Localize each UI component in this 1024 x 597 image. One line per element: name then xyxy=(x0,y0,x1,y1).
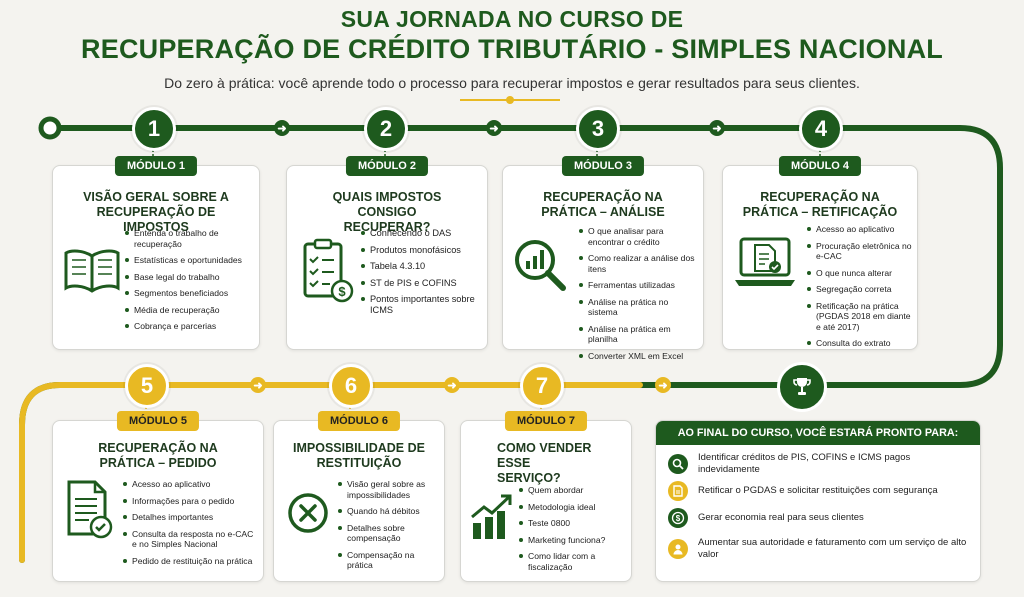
module-3-card: MÓDULO 3 RECUPERAÇÃO NA PRÁTICA – ANÁLIS… xyxy=(502,156,704,361)
arrow-right-icon: ➜ xyxy=(444,377,460,393)
module-item: Ferramentas utilizadas xyxy=(579,280,699,291)
subtitle: Do zero à prática: você aprende todo o p… xyxy=(164,75,860,91)
module-2-card: MÓDULO 2 QUAIS IMPOSTOS CONSIGO RECUPERA… xyxy=(286,156,488,350)
module-title: QUAIS IMPOSTOS CONSIGO RECUPERAR? xyxy=(332,190,442,234)
module-6-card: MÓDULO 6 IMPOSSIBILIDADE DE RESTITUIÇÃO … xyxy=(273,411,445,582)
module-item: Segregação correta xyxy=(807,284,915,295)
final-item: $ Gerar economia real para seus clientes xyxy=(668,505,970,531)
search-icon xyxy=(668,454,688,474)
module-item: Compensação na prática xyxy=(338,550,442,571)
module-badge: MÓDULO 4 xyxy=(778,156,862,176)
step-2-marker: 2 xyxy=(364,107,408,151)
step-1-marker: 1 xyxy=(132,107,176,151)
module-item: Procuração eletrônica no e-CAC xyxy=(807,241,915,262)
module-item: Marketing funciona? xyxy=(519,535,629,546)
module-item: Retificação na prática (PGDAS 2018 em di… xyxy=(807,301,915,333)
document-check-icon xyxy=(65,479,115,546)
svg-text:$: $ xyxy=(338,284,346,299)
arrow-right-icon: ➜ xyxy=(486,120,502,136)
module-item: Metodologia ideal xyxy=(519,502,629,513)
module-item: ST de PIS e COFINS xyxy=(361,278,483,289)
step-7-marker: 7 xyxy=(520,364,564,408)
svg-text:$: $ xyxy=(676,514,681,523)
laptop-document-icon xyxy=(733,236,797,295)
module-item: Detalhes sobre compensação xyxy=(338,523,442,544)
module-item: Tabela 4.3.10 xyxy=(361,261,483,272)
arrow-right-icon: ➜ xyxy=(709,120,725,136)
step-5-marker: 5 xyxy=(125,364,169,408)
module-badge: MÓDULO 2 xyxy=(345,156,429,176)
module-item: Como realizar a análise dos itens xyxy=(579,253,699,274)
module-4-card: MÓDULO 4 RECUPERAÇÃO NA PRÁTICA – RETIFI… xyxy=(722,156,918,350)
module-item: Acesso ao aplicativo xyxy=(123,479,259,490)
module-item: Visão geral sobre as impossibilidades xyxy=(338,479,442,500)
module-item: Quem abordar xyxy=(519,485,629,496)
page-title: RECUPERAÇÃO DE CRÉDITO TRIBUTÁRIO - SIMP… xyxy=(81,34,943,64)
document-icon xyxy=(668,481,688,501)
magnifier-chart-icon xyxy=(511,236,569,299)
final-item-text: Gerar economia real para seus clientes xyxy=(698,512,864,523)
header-line1: SUA JORNADA NO CURSO DE xyxy=(340,6,684,32)
growth-chart-icon xyxy=(469,493,517,546)
title-divider-dot xyxy=(506,96,514,104)
final-item-text: Aumentar sua autoridade e faturamento co… xyxy=(698,537,967,560)
module-title: IMPOSSIBILIDADE DE RESTITUIÇÃO xyxy=(293,441,425,470)
module-item: Pedido de restituição na prática xyxy=(123,556,259,567)
module-item: Teste 0800 xyxy=(519,518,629,529)
module-item: Análise na prática em planilha xyxy=(579,324,699,345)
final-item: Identificar créditos de PIS, COFINS e IC… xyxy=(668,451,970,477)
clipboard-checklist-icon: $ xyxy=(301,238,355,309)
module-5-card: MÓDULO 5 RECUPERAÇÃO NA PRÁTICA – PEDIDO… xyxy=(52,411,264,582)
module-item: Cobrança e parcerias xyxy=(125,321,257,332)
module-item: Entenda o trabalho de recuperação xyxy=(125,228,257,249)
step-6-marker: 6 xyxy=(329,364,373,408)
person-icon xyxy=(668,539,688,559)
module-badge: MÓDULO 1 xyxy=(114,156,198,176)
final-title: AO FINAL DO CURSO, VOCÊ ESTARÁ PRONTO PA… xyxy=(656,421,980,445)
module-1-card: MÓDULO 1 VISÃO GERAL SOBRE A RECUPERAÇÃO… xyxy=(52,156,260,350)
module-item: Informações para o pedido xyxy=(123,496,259,507)
module-item: Como lidar com a fiscalização xyxy=(519,551,629,572)
arrow-right-icon: ➜ xyxy=(655,377,671,393)
final-item: Aumentar sua autoridade e faturamento co… xyxy=(668,533,970,565)
final-outcomes-panel: AO FINAL DO CURSO, VOCÊ ESTARÁ PRONTO PA… xyxy=(655,420,981,582)
module-title: RECUPERAÇÃO NA PRÁTICA – RETIFICAÇÃO xyxy=(742,190,898,219)
x-circle-icon xyxy=(286,491,330,540)
module-7-card: MÓDULO 7 COMO VENDER ESSE SERVIÇO? Quem … xyxy=(460,411,632,582)
module-item: Detalhes importantes xyxy=(123,512,259,523)
module-badge: MÓDULO 3 xyxy=(561,156,645,176)
module-item: Consulta da resposta no e-CAC e no Simpl… xyxy=(123,529,259,550)
arrow-right-icon: ➜ xyxy=(250,377,266,393)
module-title: RECUPERAÇÃO NA PRÁTICA – ANÁLISE xyxy=(541,190,665,219)
module-item: O que analisar para encontrar o crédito xyxy=(579,226,699,247)
module-badge: MÓDULO 6 xyxy=(317,411,401,431)
module-badge: MÓDULO 5 xyxy=(116,411,200,431)
module-item: Quando há débitos xyxy=(338,506,442,517)
final-item-text: Retificar o PGDAS e solicitar restituiçõ… xyxy=(698,485,938,496)
final-item: Retificar o PGDAS e solicitar restituiçõ… xyxy=(668,478,970,504)
trophy-icon xyxy=(777,362,827,412)
module-item: Converter XML em Excel xyxy=(579,351,699,362)
book-icon xyxy=(63,248,121,299)
module-item: Acesso ao aplicativo xyxy=(807,224,915,235)
module-item: Estatísticas e oportunidades xyxy=(125,255,257,266)
module-item: Média de recuperação xyxy=(125,305,257,316)
module-item: Produtos monofásicos xyxy=(361,245,483,256)
final-item-text: Identificar créditos de PIS, COFINS e IC… xyxy=(698,452,911,475)
module-title: VISÃO GERAL SOBRE A RECUPERAÇÃO DE IMPOS… xyxy=(83,190,229,234)
module-item: Análise na prática no sistema xyxy=(579,297,699,318)
module-title: RECUPERAÇÃO NA PRÁTICA – PEDIDO xyxy=(98,441,218,470)
arrow-right-icon: ➜ xyxy=(274,120,290,136)
module-item: Segmentos beneficiados xyxy=(125,288,257,299)
module-item: O que nunca alterar xyxy=(807,268,915,279)
module-item: Consulta do extrato xyxy=(807,338,915,349)
module-item: Pontos importantes sobre ICMS xyxy=(361,294,483,315)
step-4-marker: 4 xyxy=(799,107,843,151)
module-item: Base legal do trabalho xyxy=(125,272,257,283)
dollar-icon: $ xyxy=(668,508,688,528)
module-title: COMO VENDER ESSE SERVIÇO? xyxy=(497,441,592,485)
module-item: Conhecendo o DAS xyxy=(361,228,483,239)
module-badge: MÓDULO 7 xyxy=(504,411,588,431)
step-3-marker: 3 xyxy=(576,107,620,151)
